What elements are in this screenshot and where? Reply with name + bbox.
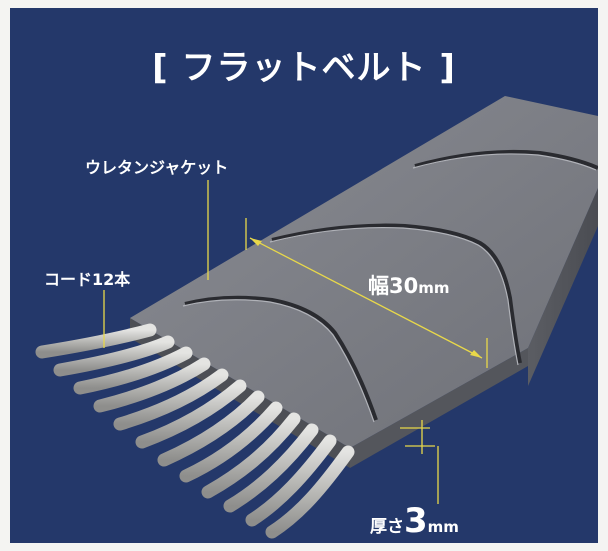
cord xyxy=(73,346,193,395)
cords xyxy=(35,323,355,539)
diagram-panel: [ フラットベルト ] ウレタンジャケット コード12本 幅30mm 厚さ3mm xyxy=(10,8,598,543)
width-label: 幅30mm xyxy=(368,270,450,300)
diagram-title: [ フラットベルト ] xyxy=(152,48,456,88)
belt-end-face-right xyxy=(350,348,528,468)
width-value: 幅30 xyxy=(368,274,419,298)
belt-side-face xyxy=(528,188,598,386)
cord xyxy=(245,434,337,527)
cord xyxy=(135,379,247,449)
width-unit: mm xyxy=(418,279,450,297)
jacket-label: ウレタンジャケット xyxy=(85,158,229,177)
cord xyxy=(113,368,229,431)
cord xyxy=(35,323,157,359)
cord xyxy=(265,445,355,539)
cord xyxy=(223,423,319,513)
groove-line xyxy=(271,223,522,364)
width-dimension xyxy=(249,237,483,359)
cord xyxy=(201,412,301,499)
thickness-value: 3 xyxy=(404,501,428,541)
groove-line xyxy=(184,295,378,421)
cord xyxy=(179,401,283,483)
belt-top-surface xyxy=(130,96,598,448)
thickness-prefix: 厚さ xyxy=(370,517,404,537)
belt-illustration xyxy=(35,96,598,539)
groove-line xyxy=(414,149,598,170)
thickness-label: 厚さ3mm xyxy=(370,501,459,541)
leader-lines xyxy=(103,180,488,504)
cord xyxy=(53,335,175,377)
cord xyxy=(157,390,265,467)
thickness-unit: mm xyxy=(427,518,459,536)
cord-label: コード12本 xyxy=(44,270,131,289)
cord xyxy=(93,357,211,413)
